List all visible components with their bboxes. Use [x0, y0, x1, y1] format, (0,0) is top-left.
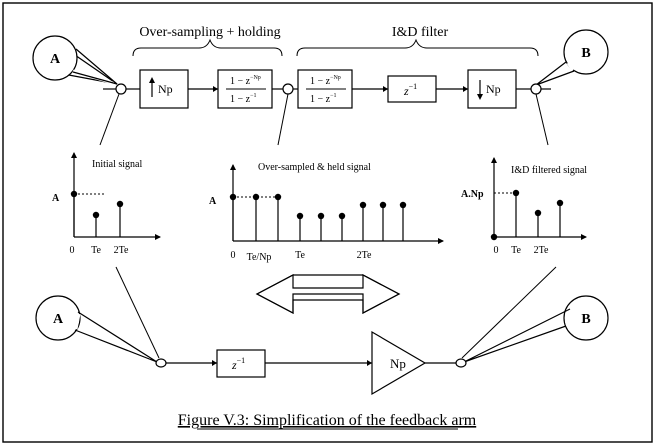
- stem-filtered-2: [534, 209, 542, 217]
- plot-initial-ylabel: A: [52, 193, 60, 204]
- plot-filtered-title: I&D filtered signal: [511, 165, 587, 176]
- plot-oversampled-ylabel: A: [209, 196, 217, 207]
- plot-initial-tick-2: 2Te: [114, 245, 129, 256]
- bottom-tap-b: [455, 358, 467, 368]
- downsample-block: [467, 69, 517, 109]
- stem-initial-0: [70, 190, 78, 198]
- callout-a-top-label: A: [50, 52, 61, 67]
- svg-text:1 − z−Np: 1 − z−Np: [310, 75, 341, 87]
- callout-b-bottom-label: B: [581, 312, 590, 327]
- bottom-tap-a: [155, 358, 167, 368]
- plot-initial: Initial signal A 0 Te 2Te: [52, 152, 161, 256]
- leader-filtered: [535, 93, 549, 146]
- id-num: 1 − z: [310, 76, 331, 87]
- gain-triangle: [371, 330, 427, 396]
- gain-label: Np: [390, 356, 406, 371]
- hold-num: 1 − z: [230, 76, 251, 87]
- callout-a-top: A: [32, 35, 118, 86]
- plot-filtered-tick-1: Te: [511, 245, 521, 256]
- top-chain: Over-sampling + holding I&D filter A B N…: [32, 25, 609, 146]
- plot-initial-tick-1: Te: [91, 245, 101, 256]
- plot-filtered: I&D filtered signal A.Np 0 Te 2Te: [461, 157, 587, 256]
- plot-filtered-tick-0: 0: [494, 245, 499, 256]
- oversampling-brace: [132, 38, 283, 57]
- plot-oversampled-tick-0: 0: [231, 250, 236, 261]
- delay-top-base: z: [403, 84, 409, 98]
- leader-oversampled: [277, 93, 289, 146]
- tap-node-a: [115, 83, 127, 95]
- tap-node-b: [530, 83, 542, 95]
- stem-initial-2: [116, 200, 124, 208]
- svg-text:z−1: z−1: [231, 356, 245, 372]
- id-filter-brace: [296, 38, 539, 57]
- plot-filtered-tick-2: 2Te: [534, 245, 549, 256]
- plot-initial-title: Initial signal: [92, 159, 142, 170]
- id-filter-label: I&D filter: [392, 25, 449, 40]
- bottom-chain: A B z−1 Np: [35, 266, 609, 396]
- plot-oversampled-tick-1: Te/Np: [247, 252, 272, 263]
- callout-a-bottom-label: A: [53, 312, 64, 327]
- delay-block-top: [387, 75, 437, 103]
- delay-bottom-base: z: [231, 358, 237, 372]
- upsample-block: [139, 69, 189, 109]
- oversampling-label: Over-sampling + holding: [139, 25, 280, 40]
- svg-text:1 − z−1: 1 − z−1: [310, 93, 336, 105]
- plot-oversampled-tick-3: 2Te: [357, 250, 372, 261]
- tap-node-mid: [282, 83, 294, 95]
- svg-text:z−1: z−1: [403, 82, 417, 98]
- plot-filtered-ylabel: A.Np: [461, 189, 484, 200]
- hold-den: 1 − z: [230, 94, 251, 105]
- stem-initial-1: [92, 211, 100, 219]
- plot-initial-tick-0: 0: [70, 245, 75, 256]
- id-num-exp: −Np: [330, 75, 341, 81]
- upsample-label: Np: [158, 82, 173, 96]
- stem-filtered-0: [490, 233, 498, 241]
- stem-filtered-1: [512, 189, 520, 197]
- id-den: 1 − z: [310, 94, 331, 105]
- hold-num-exp: −Np: [250, 75, 261, 81]
- figure-caption: Figure V.3: Simplification of the feedba…: [178, 412, 477, 429]
- stem-filtered-3: [556, 199, 564, 207]
- callout-b-top-label: B: [581, 46, 590, 61]
- plot-oversampled: Over-sampled & held signal A 0 Te/Np Te …: [209, 162, 444, 263]
- plot-oversampled-tick-2: Te: [295, 250, 305, 261]
- svg-text:1 − z−1: 1 − z−1: [230, 93, 256, 105]
- delay-bottom-exp: −1: [237, 356, 246, 365]
- id-den-exp: −1: [330, 93, 336, 99]
- leader-initial: [99, 93, 120, 146]
- delay-top-exp: −1: [409, 82, 418, 91]
- hold-den-exp: −1: [250, 93, 256, 99]
- callout-b-top: B: [535, 29, 609, 86]
- plot-oversampled-title: Over-sampled & held signal: [258, 162, 371, 173]
- svg-text:1 − z−Np: 1 − z−Np: [230, 75, 261, 87]
- downsample-label: Np: [486, 82, 501, 96]
